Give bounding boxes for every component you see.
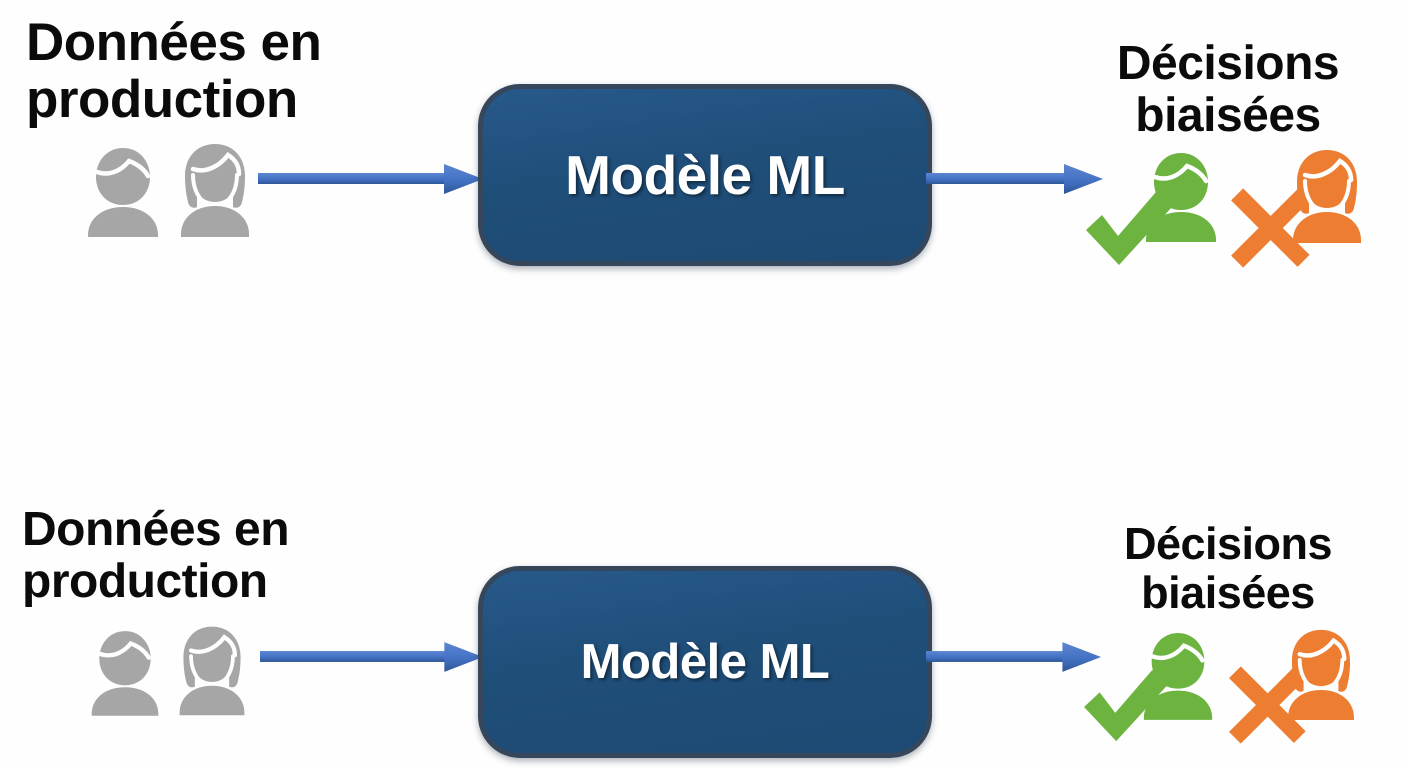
output-label-bottom: Décisions biaisées — [1123, 518, 1333, 618]
input-label-bottom: Données en production — [22, 503, 290, 608]
ml-model-box-bottom: Modèle ML — [478, 566, 932, 758]
arrow-model-to-decisions-bottom — [926, 642, 1102, 672]
arrow-data-to-model-top — [258, 164, 483, 194]
person-female-gray-icon — [181, 144, 249, 237]
arrow-model-to-decisions-top — [926, 164, 1103, 194]
check-approved-icon-bottom — [1084, 669, 1168, 742]
check-approved-icon-top — [1086, 192, 1172, 265]
arrow-data-to-model-bottom — [260, 642, 484, 672]
ml-model-label: Modèle ML — [580, 635, 830, 689]
cross-rejected-icon-bottom — [1229, 666, 1306, 744]
ml-model-box-top: Modèle ML — [478, 84, 932, 266]
person-male-green-icon-bottom — [1143, 633, 1213, 720]
person-female-orange-icon-top — [1293, 150, 1361, 243]
person-female-gray-icon-bottom — [179, 626, 245, 716]
output-label-top: Décisions biaisées — [1116, 37, 1340, 142]
cross-rejected-icon-top — [1231, 188, 1310, 268]
ml-model-label: Modèle ML — [565, 144, 845, 206]
person-male-gray-icon-bottom — [91, 631, 159, 716]
person-male-gray-icon — [88, 148, 158, 237]
person-female-orange-icon-bottom — [1288, 629, 1354, 720]
input-label-top: Données en production — [26, 13, 322, 130]
person-male-green-icon-top — [1146, 153, 1216, 242]
